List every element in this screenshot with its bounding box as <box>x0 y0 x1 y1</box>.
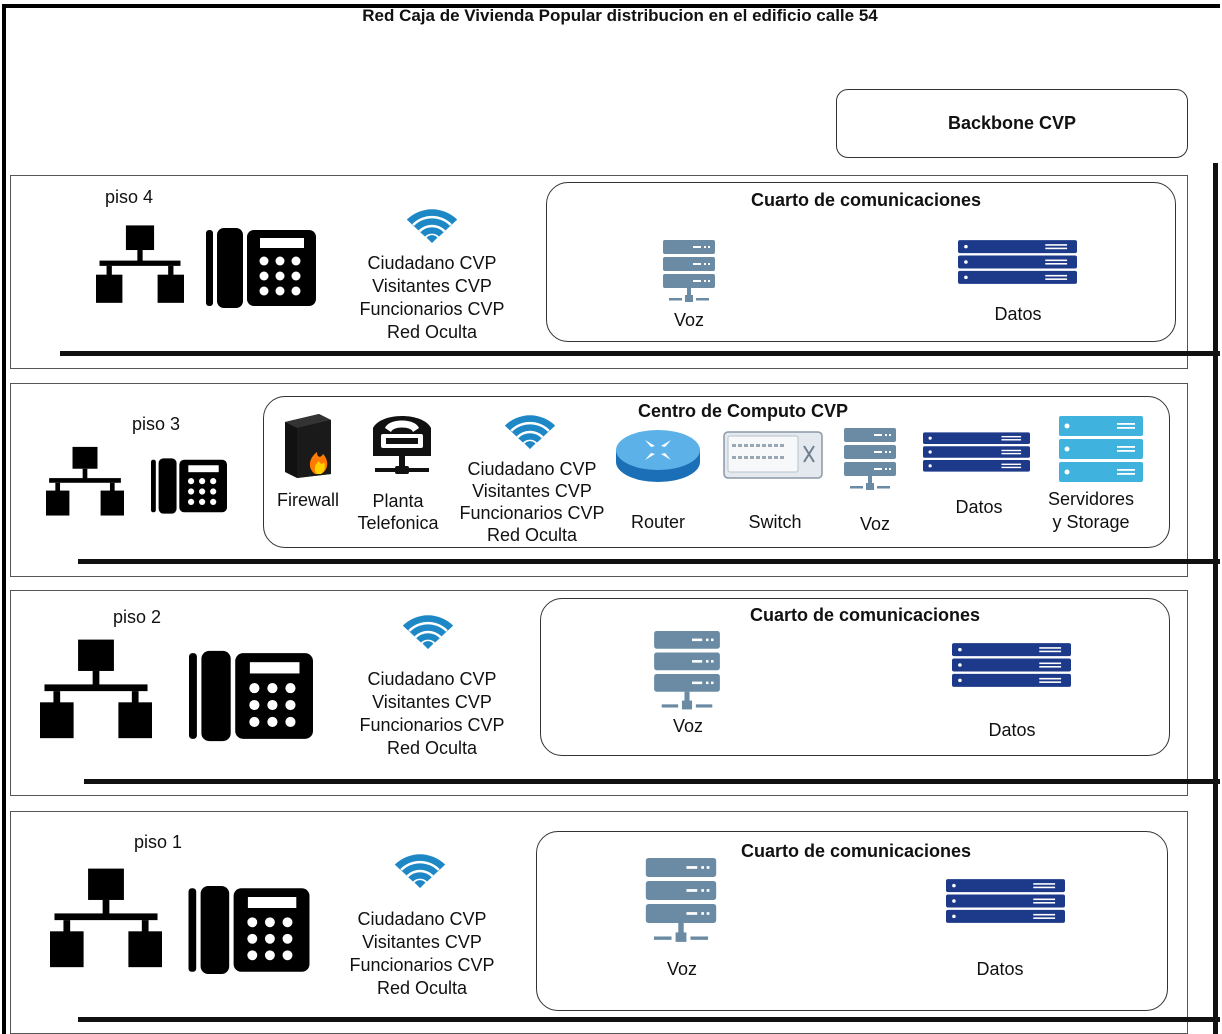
backbone-box: Backbone CVP <box>836 89 1188 158</box>
pbx-icon <box>373 416 431 474</box>
floor-2-label: piso 2 <box>113 607 162 627</box>
switch-label: Switch <box>748 512 802 532</box>
ssid-red-oculta: Red Oculta <box>376 978 468 998</box>
data-server-icon <box>958 240 1077 284</box>
phone-icon <box>151 457 227 515</box>
storage-server-icon <box>1059 416 1143 482</box>
firewall-icon <box>285 414 331 478</box>
ssid-ciudadano: Ciudadano CVP <box>367 669 497 689</box>
wifi-icon <box>400 613 456 649</box>
network-icon <box>50 867 162 971</box>
floor-4-room-title: Cuarto de comunicaciones <box>750 190 982 210</box>
voice-label: Voz <box>673 310 705 330</box>
data-label: Datos <box>976 959 1024 979</box>
data-label: Datos <box>988 720 1036 740</box>
servers-label-line2: y Storage <box>1052 512 1130 532</box>
wifi-icon <box>502 413 558 449</box>
data-label: Datos <box>994 304 1042 324</box>
frame-left-border <box>2 4 6 1034</box>
ssid-ciudadano: Ciudadano CVP <box>367 253 497 273</box>
phone-icon <box>187 886 311 974</box>
router-icon <box>616 430 700 482</box>
floor-3-ssid-list: Ciudadano CVP Visitantes CVP Funcionario… <box>432 458 632 546</box>
network-icon <box>96 225 184 305</box>
router-label: Router <box>630 512 686 532</box>
voice-server-icon <box>661 240 717 308</box>
backbone-riser-cable <box>1213 163 1218 1034</box>
wifi-icon <box>392 852 448 888</box>
floor-4-cable <box>60 351 1220 356</box>
network-icon <box>40 638 152 742</box>
data-server-icon <box>923 430 1030 474</box>
network-icon <box>46 446 124 518</box>
voice-label: Voz <box>859 514 891 534</box>
floor-1-label: piso 1 <box>134 832 183 852</box>
floor-3-room-title: Centro de Computo CVP <box>638 401 848 421</box>
floor-2-cable <box>84 779 1220 784</box>
pbx-label: Planta Telefonica <box>348 490 448 534</box>
floor-2-room-title: Cuarto de comunicaciones <box>749 605 981 625</box>
floor-2-ssid-list: Ciudadano CVP Visitantes CVP Funcionario… <box>332 668 532 760</box>
data-server-icon <box>952 633 1071 697</box>
ssid-visitantes: Visitantes CVP <box>362 932 482 952</box>
switch-icon <box>723 431 823 479</box>
frame-top-border <box>2 4 1220 8</box>
servers-storage-label: Servidores y Storage <box>1036 488 1146 534</box>
floor-1-room-title: Cuarto de comunicaciones <box>740 841 972 861</box>
floor-3-cable <box>78 559 1220 564</box>
ssid-visitantes: Visitantes CVP <box>372 692 492 712</box>
ssid-ciudadano: Ciudadano CVP <box>467 459 597 479</box>
data-label: Datos <box>955 497 1003 517</box>
voice-server-icon <box>842 428 898 496</box>
phone-icon <box>189 648 313 744</box>
pbx-label-line2: Telefonica <box>357 513 439 533</box>
ssid-funcionarios: Funcionarios CVP <box>459 503 605 523</box>
diagram-title: Red Caja de Vivienda Popular distribucio… <box>362 6 878 25</box>
ssid-red-oculta: Red Oculta <box>386 738 478 758</box>
floor-1-cable <box>78 1017 1220 1022</box>
ssid-visitantes: Visitantes CVP <box>372 276 492 296</box>
ssid-funcionarios: Funcionarios CVP <box>349 955 495 975</box>
pbx-label-line1: Planta <box>372 491 424 511</box>
voice-label: Voz <box>666 959 698 979</box>
ssid-funcionarios: Funcionarios CVP <box>359 715 505 735</box>
voice-server-icon <box>651 631 723 717</box>
firewall-label: Firewall <box>276 490 339 510</box>
ssid-red-oculta: Red Oculta <box>486 525 578 545</box>
phone-icon <box>206 228 316 308</box>
ssid-red-oculta: Red Oculta <box>386 322 478 342</box>
voice-server-icon <box>643 858 719 950</box>
voice-label: Voz <box>672 716 704 736</box>
data-server-icon <box>946 866 1065 936</box>
floor-3-label: piso 3 <box>132 414 181 434</box>
floor-4-label: piso 4 <box>105 187 154 207</box>
floor-4-ssid-list: Ciudadano CVP Visitantes CVP Funcionario… <box>332 252 532 344</box>
ssid-visitantes: Visitantes CVP <box>472 481 592 501</box>
ssid-funcionarios: Funcionarios CVP <box>359 299 505 319</box>
wifi-icon <box>404 207 460 243</box>
servers-label-line1: Servidores <box>1047 489 1135 509</box>
ssid-ciudadano: Ciudadano CVP <box>357 909 487 929</box>
floor-1-ssid-list: Ciudadano CVP Visitantes CVP Funcionario… <box>322 908 522 1000</box>
